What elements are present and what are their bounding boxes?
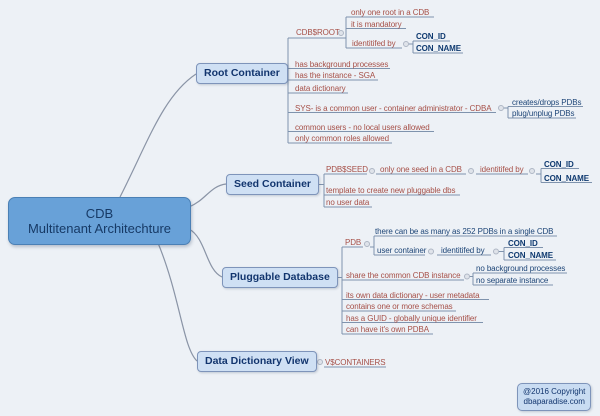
central-topic[interactable]: CDB Multitenant Architechture xyxy=(8,197,191,245)
leaf-own-data-dictionary[interactable]: its own data dictionary - user metadata xyxy=(346,290,480,300)
leaf-share-instance[interactable]: share the common CDB instance xyxy=(346,271,461,280)
leaf-con-name-root[interactable]: CON_NAME xyxy=(416,44,461,53)
leaf-no-background-processes[interactable]: no background processes xyxy=(476,264,566,273)
leaf-contains-schemas[interactable]: contains one or more schemas xyxy=(346,302,453,311)
copyright-line1: @2016 Copyright xyxy=(523,387,586,396)
leaf-instance-sga[interactable]: has the instance - SGA xyxy=(295,71,376,80)
topic-pluggable-database[interactable]: Pluggable Database xyxy=(222,267,338,288)
leaf-background-processes[interactable]: has background processes xyxy=(295,59,389,69)
topic-root-container[interactable]: Root Container xyxy=(196,63,288,84)
leaf-pdb-seed[interactable]: PDB$SEED xyxy=(326,165,368,174)
leaf-it-is-mandatory[interactable]: it is mandatory xyxy=(351,19,402,29)
leaf-cdb-root[interactable]: CDB$ROOT xyxy=(296,28,340,37)
leaf-common-users[interactable]: common users - no local users allowed xyxy=(295,122,430,132)
central-branch-curves xyxy=(119,73,227,362)
collapse-dots[interactable] xyxy=(317,30,535,365)
leaf-sys-common-user[interactable]: SYS- is a common user - container admini… xyxy=(295,103,492,113)
leaf-con-id-seed[interactable]: CON_ID xyxy=(544,159,574,169)
leaf-user-container[interactable]: user container xyxy=(377,246,427,255)
central-topic-line2: Multitenant Architechture xyxy=(27,221,172,236)
leaf-template-pluggable[interactable]: template to create new pluggable dbs xyxy=(326,186,456,195)
leaf-only-one-root[interactable]: only one root in a CDB xyxy=(351,8,430,17)
leaf-creates-drops-pdbs[interactable]: creates/drops PDBs xyxy=(512,97,582,107)
copyright-note: @2016 Copyright dbaparadise.com xyxy=(517,383,592,411)
leaf-common-roles[interactable]: only common roles allowed xyxy=(295,134,389,143)
pluggable-branch-connectors xyxy=(332,235,567,335)
leaf-identified-by-seed[interactable]: identitifed by xyxy=(480,165,524,174)
leaf-plug-unplug-pdbs[interactable]: plug/unplug PDBs xyxy=(512,109,575,118)
leaf-only-one-seed[interactable]: only one seed in a CDB xyxy=(380,165,462,174)
leaf-pdb[interactable]: PDB xyxy=(345,238,362,247)
leaf-v-containers[interactable]: V$CONTAINERS xyxy=(325,358,386,367)
leaf-guid[interactable]: has a GUID - globally unique identifier xyxy=(346,313,477,323)
root-branch-connectors xyxy=(272,16,583,144)
topic-seed-container[interactable]: Seed Container xyxy=(226,174,320,195)
leaf-own-pdba[interactable]: can have it's own PDBA xyxy=(346,325,429,334)
leaf-con-id-root[interactable]: CON_ID xyxy=(416,32,446,41)
leaf-data-dictionary[interactable]: data dictionary xyxy=(295,84,346,93)
topic-data-dictionary-view[interactable]: Data Dictionary View xyxy=(197,351,317,372)
leaf-identified-by-pdb[interactable]: identitifed by xyxy=(441,246,485,255)
leaf-con-name-pdb[interactable]: CON_NAME xyxy=(508,251,553,260)
leaf-con-id-pdb[interactable]: CON_ID xyxy=(508,238,538,248)
leaf-max-pdbs[interactable]: there can be as many as 252 PDBs in a si… xyxy=(375,227,554,236)
copyright-line2: dbaparadise.com xyxy=(523,397,585,406)
leaf-no-user-data[interactable]: no user data xyxy=(326,198,370,207)
central-topic-line1: CDB xyxy=(85,206,114,221)
leaf-no-separate-instance[interactable]: no separate instance xyxy=(476,276,549,285)
leaf-con-name-seed[interactable]: CON_NAME xyxy=(544,173,589,183)
leaf-identified-by-root[interactable]: identitifed by xyxy=(352,39,396,48)
